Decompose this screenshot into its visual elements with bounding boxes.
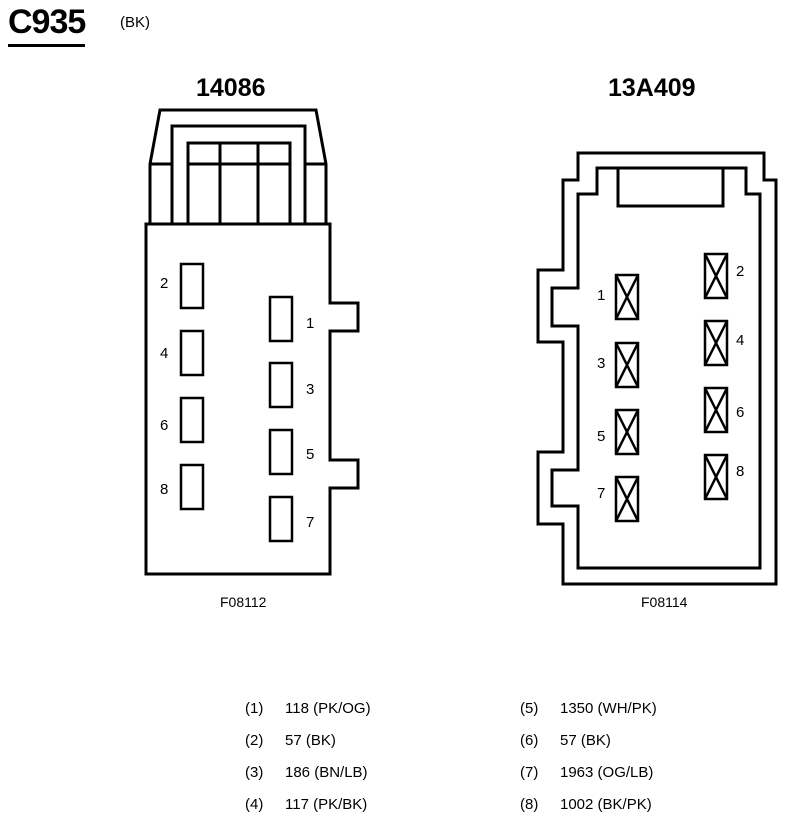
legend-circuit: 57 (BK) [285,732,336,749]
right-cavity-4 [703,319,729,367]
left-cavity-8 [179,463,205,511]
left-figure-code: F08112 [220,594,267,610]
left-cavity-7 [268,495,294,543]
legend-row: (5) 1350 (WH/PK) [520,700,657,717]
legend-pin: (2) [245,732,264,749]
legend-pin: (3) [245,764,264,781]
right-pin-label-4: 4 [736,332,744,349]
legend-pin: (6) [520,732,539,749]
legend-circuit: 186 (BN/LB) [285,764,368,781]
right-connector-drawing [536,151,778,586]
legend-row: (3) 186 (BN/LB) [245,764,368,781]
right-pin-label-8: 8 [736,463,744,480]
left-cavity-1 [268,295,294,343]
legend-row: (8) 1002 (BK/PK) [520,796,652,813]
left-cavity-2 [179,262,205,310]
left-pin-label-4: 4 [160,345,168,362]
right-connector-outer [536,151,778,586]
right-cavity-7 [614,475,640,523]
left-connector-part-number: 14086 [196,74,266,102]
right-cavity-3 [614,341,640,389]
left-pin-label-1: 1 [306,315,314,332]
right-pin-label-2: 2 [736,263,744,280]
legend-row: (6) 57 (BK) [520,732,611,749]
legend-circuit: 118 (PK/OG) [285,700,371,717]
legend-pin: (8) [520,796,539,813]
legend-circuit: 57 (BK) [560,732,611,749]
legend-circuit: 1002 (BK/PK) [560,796,652,813]
left-latch-inner [170,124,307,224]
right-cavities [614,252,729,523]
connector-title: C935 [8,2,86,47]
left-cavity-3 [268,361,294,409]
legend-row: (1) 118 (PK/OG) [245,700,371,717]
left-cavity-5 [268,428,294,476]
right-pin-label-5: 5 [597,428,605,445]
left-pin-label-6: 6 [160,417,168,434]
legend-row: (7) 1963 (OG/LB) [520,764,653,781]
right-cavity-6 [703,386,729,434]
left-pin-label-5: 5 [306,446,314,463]
legend-circuit: 117 (PK/BK) [285,796,368,813]
right-cavity-5 [614,408,640,456]
right-figure-code: F08114 [641,594,688,610]
right-cavity-1 [614,273,640,321]
connector-color: (BK) [120,14,150,31]
right-pin-label-7: 7 [597,485,605,502]
legend-row: (2) 57 (BK) [245,732,336,749]
right-pin-label-3: 3 [597,355,605,372]
legend-circuit: 1963 (OG/LB) [560,764,654,781]
left-pin-label-3: 3 [306,381,314,398]
right-pin-label-6: 6 [736,404,744,421]
left-cavity-4 [179,329,205,377]
legend-pin: (4) [245,796,264,813]
legend-circuit: 1350 (WH/PK) [560,700,657,717]
left-connector-drawing [144,108,360,576]
left-cavity-6 [179,396,205,444]
legend-pin: (1) [245,700,264,717]
left-pin-label-2: 2 [160,275,168,292]
right-cavity-2 [703,252,729,300]
right-connector-inner [550,166,762,570]
right-connector-part-number: 13A409 [608,74,696,102]
right-connector-lock [616,168,725,208]
legend-pin: (5) [520,700,539,717]
legend-row: (4) 117 (PK/BK) [245,796,367,813]
left-pin-label-8: 8 [160,481,168,498]
right-pin-label-1: 1 [597,287,605,304]
left-latch-inner-2 [186,141,292,224]
left-pin-label-7: 7 [306,514,314,531]
left-connector-body [144,222,360,576]
left-connector-latch [148,108,328,224]
right-cavity-8 [703,453,729,501]
legend-pin: (7) [520,764,539,781]
